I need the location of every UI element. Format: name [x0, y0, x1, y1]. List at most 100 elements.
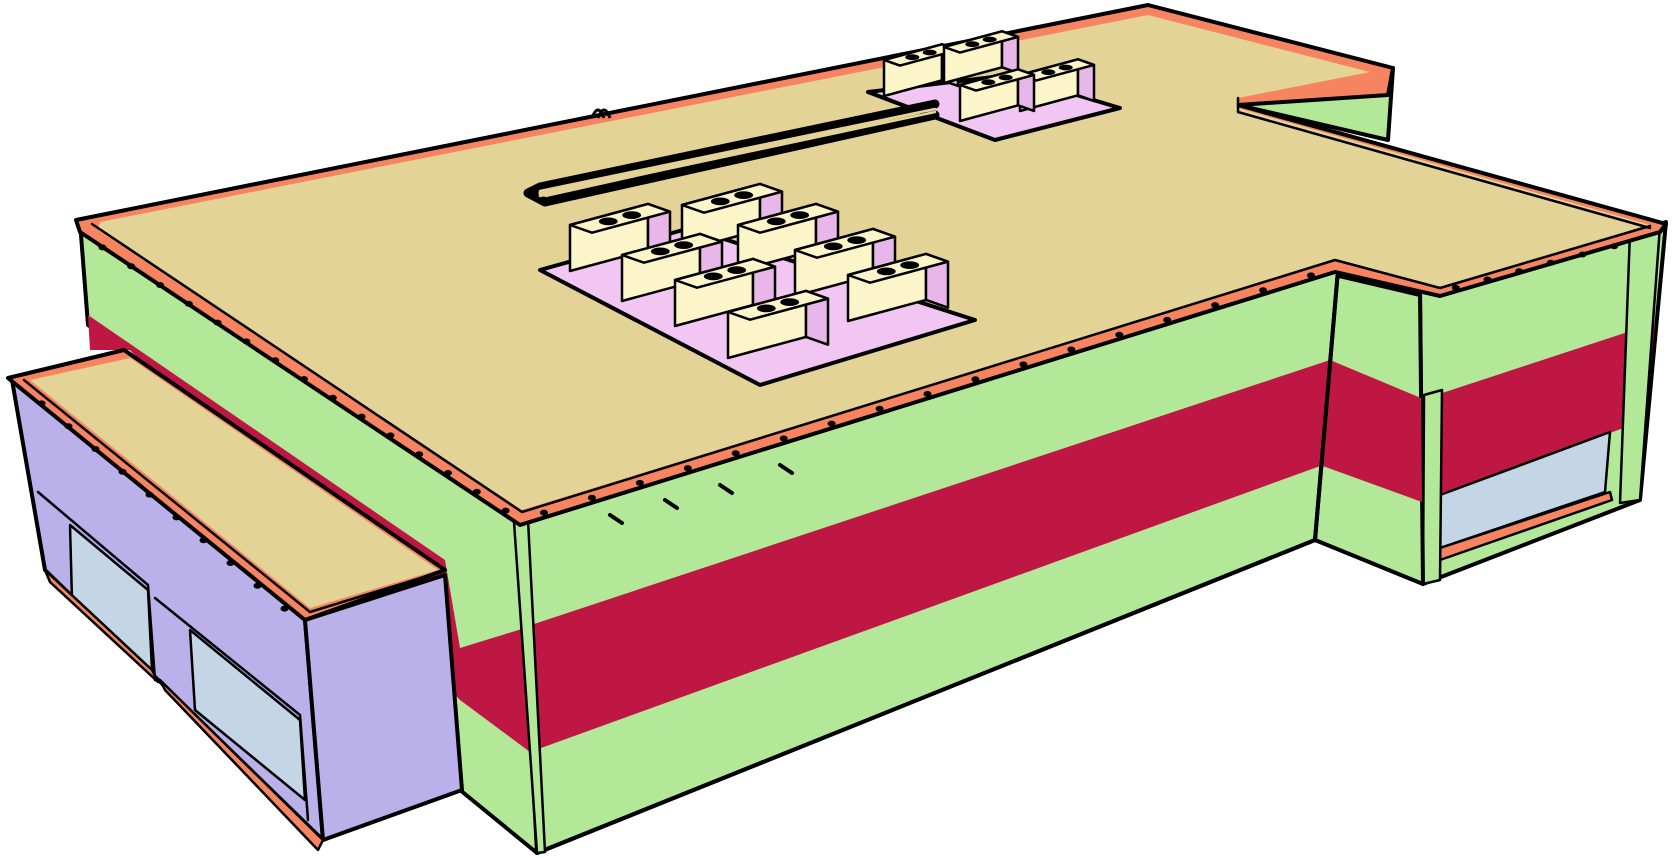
fan-icon: [1041, 69, 1056, 76]
equipment-unit-small: [958, 68, 1036, 123]
front-wing-frame-1: [36, 490, 157, 682]
fan-icon: [598, 217, 618, 226]
refrigerant-pipe-highlight: [538, 107, 937, 198]
rear-wing-pier: [1421, 388, 1444, 586]
refrigerant-pipe: [523, 99, 940, 207]
fan-icon: [756, 304, 776, 313]
front-wing-block: [6, 348, 464, 852]
roof-anchor: [118, 468, 127, 475]
equipment-unit: [846, 252, 950, 323]
fan-icon: [965, 41, 980, 48]
roof-anchor: [540, 509, 548, 516]
equipment-unit-small: [942, 30, 1020, 85]
fan-icon: [622, 211, 642, 220]
roof-anchor: [328, 394, 337, 401]
fan-icon: [982, 36, 997, 43]
roof-anchor: [145, 491, 154, 498]
roof-anchor: [683, 465, 692, 472]
fan-icon: [823, 242, 843, 251]
roof-anchor: [875, 405, 884, 412]
roof-anchor: [1115, 331, 1124, 338]
roof-anchor: [1610, 243, 1619, 250]
fan-icon: [710, 197, 730, 206]
rear-wing-roof-edge: [1236, 96, 1652, 230]
front-wing-frame-2: [153, 596, 310, 822]
wall-bracket: [778, 463, 794, 475]
wall-bracket: [608, 513, 624, 525]
roof-anchor: [271, 357, 280, 364]
wall-bracket: [663, 498, 679, 510]
main-front-band: [522, 360, 1330, 752]
roof-anchor: [127, 263, 136, 270]
rear-wing-end-band: [1421, 323, 1655, 500]
fan-icon: [766, 217, 786, 226]
roof-anchor: [971, 376, 980, 383]
fan-icon: [900, 261, 920, 269]
roof-anchor: [1163, 316, 1172, 323]
roof-anchor: [1578, 251, 1587, 258]
rooftop-equipment: [523, 30, 1122, 387]
roof-anchor: [386, 432, 395, 439]
fan-icon: [703, 272, 723, 281]
fan-icon: [727, 266, 747, 274]
fan-icon: [780, 298, 800, 306]
roof-anchor: [300, 376, 308, 382]
roof-anchor: [64, 423, 73, 430]
fan-icon: [674, 241, 694, 250]
roof-anchor: [587, 494, 596, 501]
roof-hatch: [590, 108, 612, 119]
roof-anchor: [1515, 268, 1524, 275]
roof-anchor: [172, 514, 181, 521]
wall-bracket: [718, 483, 734, 495]
fan-icon: [876, 267, 896, 276]
roof-anchor: [226, 560, 235, 566]
front-wing-window-2: [188, 628, 307, 802]
roof-anchor: [280, 605, 289, 612]
front-wing-end-wall: [303, 573, 464, 842]
front-wing-roof-edge: [22, 378, 442, 614]
roof-anchor: [1259, 287, 1268, 294]
rear-wing-side-band: [1320, 360, 1422, 502]
roof-anchor: [635, 479, 644, 486]
roof-anchor: [1211, 302, 1220, 309]
roof-anchor: [199, 537, 208, 544]
fan-icon: [790, 211, 810, 220]
roof-anchor: [37, 400, 46, 407]
roof-anchor: [1483, 276, 1492, 283]
fan-icon: [981, 79, 996, 86]
roof-anchor: [1067, 346, 1076, 353]
roof-anchor: [156, 282, 164, 288]
roof-anchor: [1546, 259, 1555, 266]
fan-icon: [734, 191, 754, 200]
roof-anchor-row: [37, 243, 1619, 612]
fan-icon: [905, 54, 920, 61]
roof-anchor: [731, 450, 740, 457]
front-wing-roof-deck: [30, 358, 438, 608]
roof-anchor: [242, 338, 251, 345]
fan-icon: [998, 74, 1013, 81]
equipment-unit: [726, 289, 830, 360]
roof-anchor: [923, 391, 932, 397]
fan-icon: [1058, 64, 1073, 71]
roof-anchor: [98, 244, 107, 251]
roof-anchor: [415, 451, 424, 458]
roof-anchor: [1019, 361, 1028, 368]
roof-anchor: [779, 435, 788, 442]
main-roof-inner-edge: [90, 222, 1652, 514]
roof-anchor: [444, 470, 452, 476]
fan-icon: [847, 236, 867, 245]
roof-anchor: [213, 319, 222, 326]
roof-anchor: [357, 413, 366, 420]
roof-anchor: [91, 446, 100, 452]
roof-anchor: [501, 507, 510, 514]
roof-anchor: [1307, 272, 1315, 279]
front-wing-sill-1: [43, 568, 160, 684]
fan-icon: [650, 247, 670, 256]
fan-icon: [922, 49, 937, 56]
roof-anchor: [1451, 284, 1460, 291]
roof-anchor: [253, 582, 262, 589]
front-wing-sill-2: [158, 678, 325, 852]
equipment-units: [568, 30, 1096, 360]
